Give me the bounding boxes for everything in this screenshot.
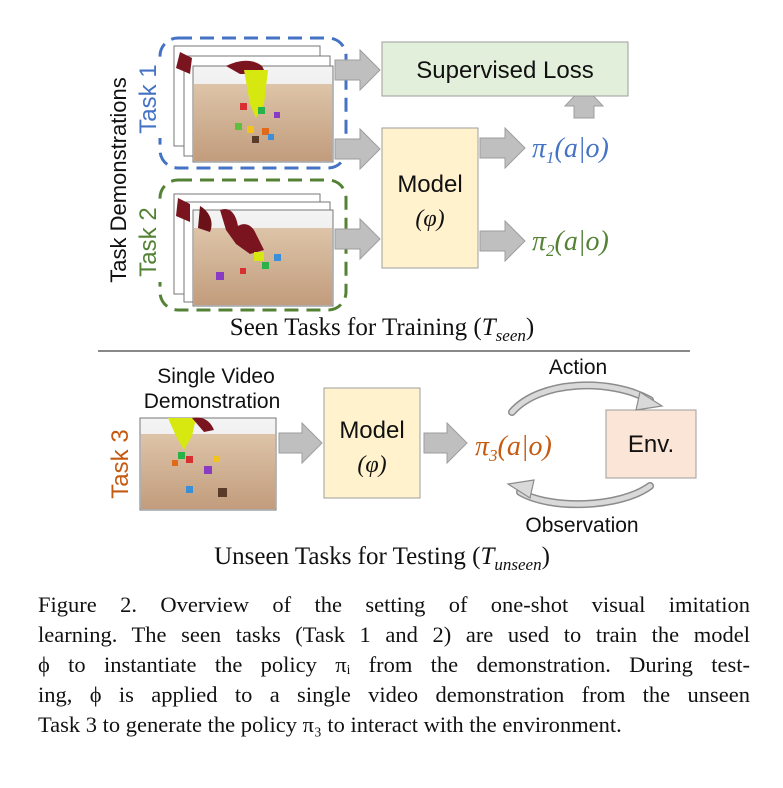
caption-line-3: ϕ to instantiate the policy πᵢ from the … — [38, 652, 750, 677]
arrows-bottom — [278, 421, 468, 465]
arrow-model-to-pi3 — [423, 421, 468, 465]
arrow-task1-to-model — [334, 127, 381, 171]
caption-line-1: Figure 2. Overview of the setting of one… — [38, 592, 750, 617]
env-box — [605, 409, 697, 479]
task1-frames — [173, 45, 334, 163]
caption-line-4: ing, ϕ is applied to a single video demo… — [38, 682, 750, 707]
task1-label: Task 1 — [135, 64, 162, 133]
model-param-train: (φ) — [415, 206, 444, 232]
arrow-model-to-pi1 — [479, 126, 526, 170]
arrow-task2-to-model — [334, 217, 381, 261]
action-label: Action — [549, 356, 607, 379]
arrow-task1-to-loss — [334, 48, 381, 92]
model-label-test: Model — [339, 417, 404, 444]
caption-line-2: learning. The seen tasks (Task 1 and 2) … — [38, 622, 750, 647]
imitation-diagram: Task Demonstrations Task 1 — [98, 36, 697, 574]
policy-pi2: π2(a|o) — [532, 226, 609, 260]
task3-label: Task 3 — [107, 429, 134, 498]
observation-label: Observation — [525, 514, 638, 537]
task1-dashed-border — [158, 36, 348, 170]
action-arrowhead — [635, 391, 664, 411]
task1-scene-image — [176, 52, 334, 163]
model-label-train: Model — [397, 171, 462, 198]
arrows-top — [334, 48, 605, 263]
model-box-train — [381, 127, 479, 269]
policy-pi1: π1(a|o) — [532, 133, 609, 167]
caption-line-5: Task 3 to generate the policy π₃ to inte… — [38, 712, 622, 737]
seen-tasks-label: Seen Tasks for Training (Tseen) — [230, 314, 534, 345]
model-box-test — [323, 387, 421, 499]
supervised-loss-box — [381, 41, 629, 97]
single-video-line2: Demonstration — [144, 390, 281, 413]
task3-scene-image — [139, 417, 277, 511]
arrow-demo-to-model — [278, 421, 323, 465]
policy-pi3: π3(a|o) — [475, 431, 552, 465]
task2-frames — [173, 193, 334, 307]
task-demonstrations-label: Task Demonstrations — [106, 77, 131, 282]
env-label: Env. — [628, 431, 674, 458]
task2-label: Task 2 — [135, 207, 162, 276]
observation-arrowhead — [506, 479, 535, 499]
supervised-loss-label: Supervised Loss — [416, 57, 593, 84]
single-video-line1: Single Video — [157, 365, 275, 388]
task2-scene-image — [176, 198, 334, 307]
unseen-tasks-label: Unseen Tasks for Testing (Tunseen) — [214, 543, 550, 574]
model-param-test: (φ) — [357, 452, 386, 478]
figure-caption: Figure 2. Overview of the setting of one… — [38, 590, 750, 740]
arrow-model-to-pi2 — [479, 219, 526, 263]
